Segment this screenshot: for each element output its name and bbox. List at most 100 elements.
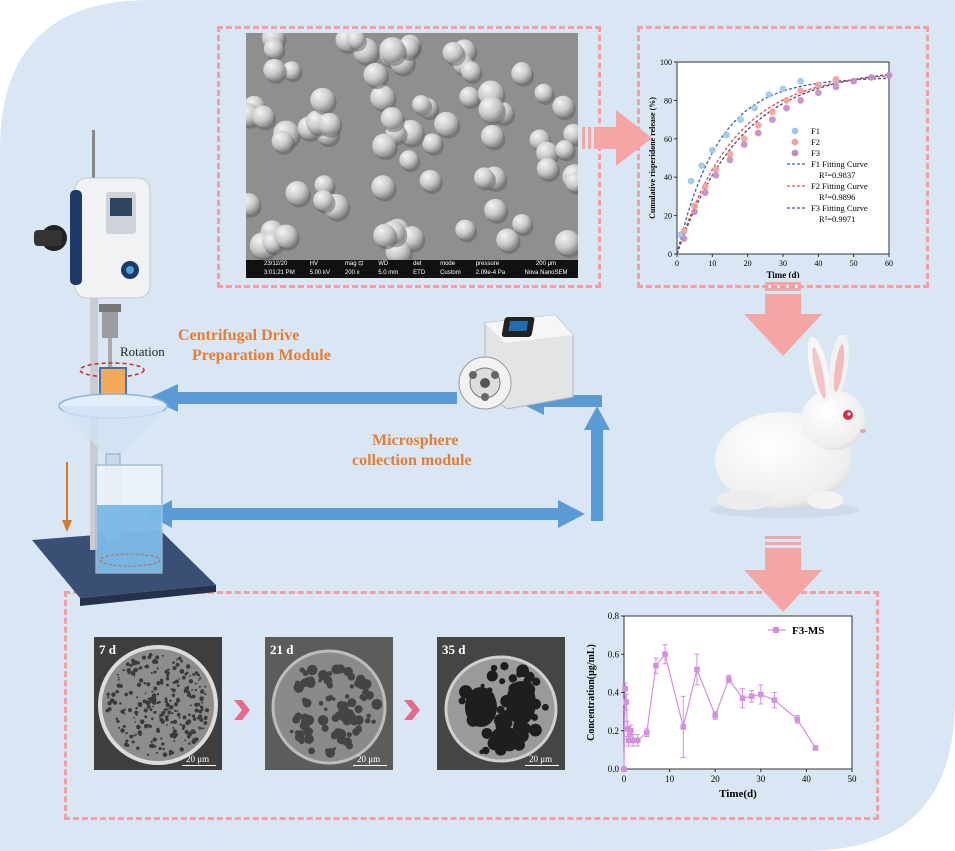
sem-bar-cell: pressure <box>475 261 500 267</box>
x-tick-label: 30 <box>756 774 766 784</box>
pore <box>135 714 138 717</box>
pore <box>173 740 176 743</box>
sem-sphere <box>370 85 395 110</box>
legend-label: F3 <box>811 148 820 158</box>
pore <box>190 729 196 735</box>
pore <box>318 701 324 706</box>
x-tick-label: 10 <box>665 774 675 784</box>
pore <box>194 708 199 713</box>
pore <box>306 678 316 688</box>
data-point <box>797 97 805 104</box>
pore <box>109 698 115 704</box>
pore <box>346 731 352 738</box>
pore <box>344 694 350 699</box>
pore <box>297 730 304 736</box>
y-tick-label: 80 <box>664 96 672 105</box>
pore <box>186 685 190 689</box>
sem-sphere <box>442 41 464 64</box>
sem-sphere <box>271 130 293 152</box>
pore <box>166 683 169 687</box>
pore <box>203 715 208 720</box>
pore <box>106 692 110 696</box>
pore <box>156 667 159 670</box>
micrograph-7d-scale: 20 μm <box>186 754 210 764</box>
sem-sphere <box>263 58 286 81</box>
pore <box>199 705 204 709</box>
pore <box>502 718 513 729</box>
pore <box>158 701 161 704</box>
pore <box>174 709 177 713</box>
sem-sphere <box>496 228 519 251</box>
sem-sphere <box>373 223 396 247</box>
pore <box>171 732 177 737</box>
pore <box>136 746 140 750</box>
pore <box>197 679 200 681</box>
data-point <box>850 77 858 85</box>
pore <box>116 673 119 676</box>
pore <box>331 731 336 736</box>
pore <box>490 664 498 672</box>
pore <box>136 696 139 699</box>
collection-label-line1: Microsphere <box>372 432 459 449</box>
sem-sphere <box>246 193 260 215</box>
pore <box>304 734 314 744</box>
pore <box>200 727 203 730</box>
pore <box>107 696 110 699</box>
pore <box>122 724 126 728</box>
pore <box>146 753 150 756</box>
sem-sphere <box>536 157 558 180</box>
pore <box>117 678 120 681</box>
y-tick-label: 20 <box>664 212 672 221</box>
pore <box>189 704 192 707</box>
x-tick-label: 40 <box>802 774 812 784</box>
micrograph-35d-label: 35 d <box>442 642 466 657</box>
data-point <box>701 189 709 196</box>
pore <box>192 673 195 676</box>
sem-sphere <box>478 96 505 123</box>
pore <box>185 664 191 669</box>
micrograph-35d: 35 d 20 μm <box>437 637 565 770</box>
pore <box>107 707 112 711</box>
data-point <box>726 150 734 158</box>
pore <box>161 742 165 746</box>
data-point <box>625 737 632 744</box>
pore <box>160 737 163 740</box>
large-cavity <box>465 687 497 727</box>
sem-sphere <box>371 175 395 199</box>
pore <box>133 672 136 676</box>
y-axis-label: Cumulative risperidone release (%) <box>648 97 657 219</box>
pore <box>317 715 329 726</box>
pore <box>204 692 207 696</box>
sem-sphere <box>552 95 574 118</box>
pore <box>194 688 197 692</box>
pore <box>354 679 362 688</box>
data-point <box>754 129 762 137</box>
sem-bar-cell: HV <box>309 261 318 267</box>
data-point <box>812 745 819 751</box>
pore <box>484 747 489 752</box>
data-point <box>737 116 744 123</box>
pore <box>531 677 541 686</box>
large-cavity <box>506 681 536 725</box>
data-point <box>754 121 762 129</box>
pore <box>331 667 336 671</box>
pore <box>165 671 170 676</box>
pore <box>508 674 518 683</box>
sem-spheres <box>246 33 578 268</box>
data-point <box>687 177 695 185</box>
pore <box>125 740 128 743</box>
sem-sphere <box>563 123 578 144</box>
pore <box>172 661 175 664</box>
pore <box>176 658 178 661</box>
data-point <box>726 156 734 164</box>
pore <box>118 685 121 688</box>
data-point <box>634 737 641 744</box>
pore <box>300 678 309 688</box>
pore <box>205 708 210 713</box>
data-point <box>867 73 875 81</box>
pore <box>191 714 196 718</box>
pore <box>166 708 169 711</box>
pore <box>134 710 139 715</box>
pore <box>323 707 328 712</box>
pore <box>136 682 142 687</box>
